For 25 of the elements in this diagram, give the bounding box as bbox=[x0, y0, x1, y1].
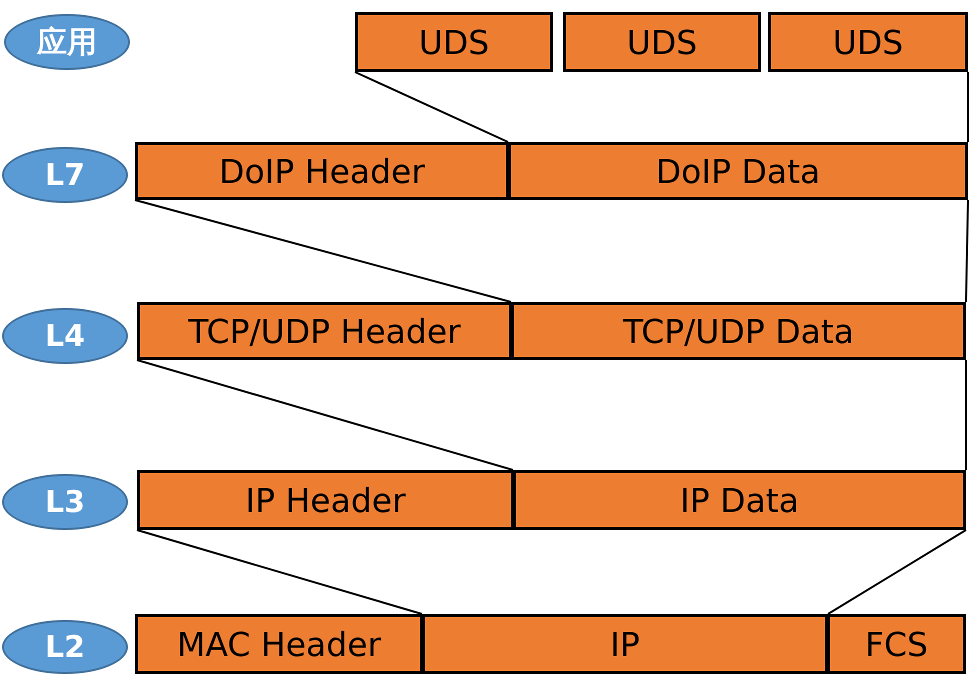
protocol-field: IP bbox=[422, 614, 828, 674]
layer-ellipse: 应用 bbox=[4, 14, 130, 70]
layer-ellipse: L2 bbox=[2, 620, 128, 674]
connector-line bbox=[965, 360, 967, 470]
connector-line bbox=[967, 72, 969, 142]
protocol-field: IP Data bbox=[513, 470, 966, 530]
connector-line bbox=[827, 529, 967, 615]
layer-ellipse: L3 bbox=[2, 474, 128, 530]
protocol-field: MAC Header bbox=[135, 614, 423, 674]
connector-line bbox=[134, 199, 512, 303]
protocol-field: TCP/UDP Data bbox=[511, 302, 966, 360]
protocol-field: TCP/UDP Header bbox=[137, 302, 512, 360]
connector-line bbox=[354, 71, 508, 143]
protocol-field: UDS bbox=[355, 12, 553, 72]
protocol-field: IP Header bbox=[137, 470, 514, 530]
protocol-field: UDS bbox=[768, 12, 968, 72]
protocol-field: UDS bbox=[563, 12, 761, 72]
connector-line bbox=[136, 359, 514, 471]
layer-ellipse: L7 bbox=[2, 147, 128, 203]
layer-ellipse: L4 bbox=[2, 308, 128, 364]
connector-line bbox=[136, 529, 422, 615]
protocol-field: FCS bbox=[827, 614, 966, 674]
connector-line bbox=[965, 200, 969, 302]
protocol-field: DoIP Header bbox=[135, 142, 509, 200]
protocol-field: DoIP Data bbox=[508, 142, 968, 200]
